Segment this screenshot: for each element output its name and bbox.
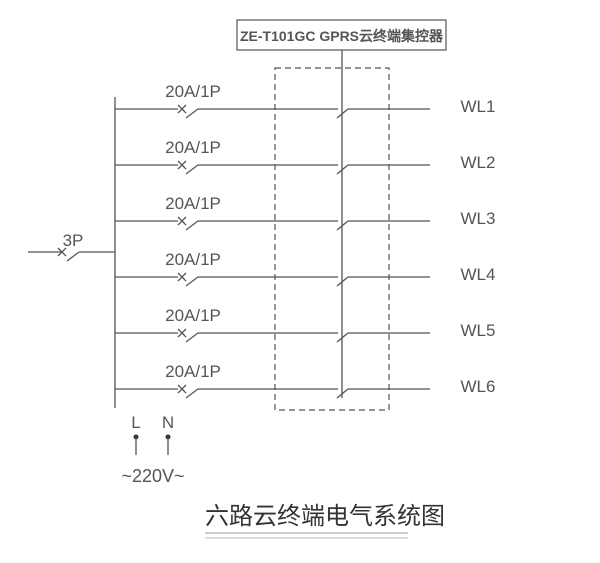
supply-terminals: L N ~220V~: [121, 413, 184, 486]
controller-dashed-boundary: [274, 67, 390, 411]
breaker-rating-label: 20A/1P: [165, 362, 221, 381]
circuit-label: WL2: [461, 153, 496, 172]
neutral-label: N: [162, 413, 174, 432]
branch-circuit: 20A/1P WL6: [115, 362, 496, 399]
voltage-label: ~220V~: [121, 466, 184, 486]
breaker-blade: [185, 276, 199, 287]
breaker-rating-label: 20A/1P: [165, 82, 221, 101]
contactor-blade: [336, 332, 349, 343]
contactor-blade: [336, 388, 349, 399]
breaker-x-icon: [177, 160, 187, 170]
circuit-label: WL3: [461, 209, 496, 228]
breaker-x-icon: [177, 328, 187, 338]
contactor-blade: [336, 276, 349, 287]
contactor-blade: [336, 220, 349, 231]
branch-circuit: 20A/1P WL2: [115, 138, 496, 175]
main-breaker: 3P: [28, 231, 115, 262]
breaker-blade: [185, 108, 199, 119]
breaker-rating-label: 20A/1P: [165, 306, 221, 325]
breaker-blade: [185, 388, 199, 399]
branch-circuit: 20A/1P WL4: [115, 250, 496, 287]
diagram-title: 六路云终端电气系统图: [205, 503, 445, 530]
live-label: L: [131, 413, 140, 432]
breaker-blade: [185, 220, 199, 231]
breaker-x-icon: [177, 216, 187, 226]
breaker-rating-label: 20A/1P: [165, 194, 221, 213]
circuit-label: WL5: [461, 321, 496, 340]
breaker-rating-label: 20A/1P: [165, 250, 221, 269]
contactor-blade: [336, 108, 349, 119]
breaker-x-icon: [57, 247, 67, 257]
breaker-x-icon: [177, 104, 187, 114]
branch-circuit: 20A/1P WL3: [115, 194, 496, 231]
branch-circuit: 20A/1P WL1: [115, 82, 496, 119]
controller-label: ZE-T101GC GPRS云终端集控器: [240, 28, 444, 44]
circuit-label: WL4: [461, 265, 496, 284]
main-breaker-label: 3P: [63, 231, 84, 250]
breaker-rating-label: 20A/1P: [165, 138, 221, 157]
circuit-label: WL6: [461, 377, 496, 396]
controller-box: ZE-T101GC GPRS云终端集控器: [236, 19, 447, 51]
contactor-blade: [336, 164, 349, 175]
breaker-blade: [185, 332, 199, 343]
breaker-x-icon: [177, 272, 187, 282]
breaker-x-icon: [177, 384, 187, 394]
breaker-blade: [185, 164, 199, 175]
circuit-label: WL1: [461, 97, 496, 116]
branch-circuit: 20A/1P WL5: [115, 306, 496, 343]
